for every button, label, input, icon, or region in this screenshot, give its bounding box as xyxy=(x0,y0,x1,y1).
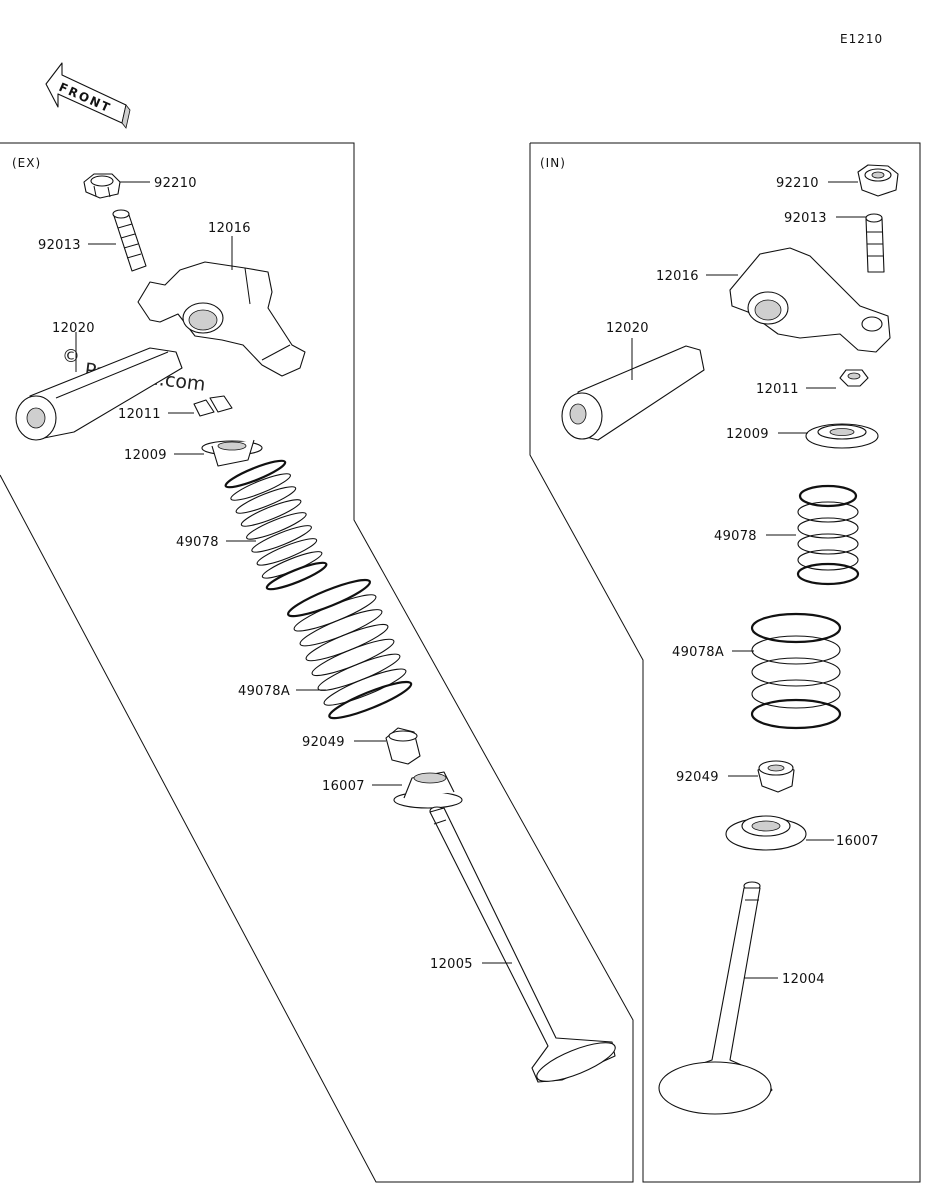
ex-label-12005: 12005 xyxy=(430,957,473,972)
ex-section-frame xyxy=(0,142,634,1183)
ex-label-12020: 12020 xyxy=(52,321,95,336)
ex-label-92049: 92049 xyxy=(302,735,345,750)
ex-spring-seat-16007 xyxy=(393,771,463,809)
ex-outer-spring-49078A xyxy=(287,578,413,720)
in-keepers-12011 xyxy=(839,369,869,387)
in-label-49078: 49078 xyxy=(714,529,757,544)
in-rocker-arm-12016 xyxy=(729,247,891,353)
ex-label-92210: 92210 xyxy=(154,176,197,191)
in-section-label: (IN) xyxy=(540,156,566,170)
in-label-92013: 92013 xyxy=(784,211,827,226)
ex-label-92013: 92013 xyxy=(38,238,81,253)
ex-valve-seal-92049 xyxy=(385,727,421,765)
ex-rocker-arm-12016 xyxy=(137,261,306,377)
in-valve-seal-92049 xyxy=(757,760,795,793)
in-label-12016: 12016 xyxy=(656,269,699,284)
in-adjuster-screw-92013 xyxy=(865,213,885,273)
ex-adjuster-screw-92013 xyxy=(112,209,147,272)
in-label-12004: 12004 xyxy=(782,972,825,987)
in-label-12011: 12011 xyxy=(756,382,799,397)
in-label-12020: 12020 xyxy=(606,321,649,336)
diagram-code: E1210 xyxy=(840,32,883,46)
ex-retainer-12009 xyxy=(201,439,263,467)
ex-label-49078: 49078 xyxy=(176,535,219,550)
in-label-12009: 12009 xyxy=(726,427,769,442)
watermark-symbol: © xyxy=(62,346,80,367)
in-label-92210: 92210 xyxy=(776,176,819,191)
in-label-92049: 92049 xyxy=(676,770,719,785)
ex-nut-92210 xyxy=(83,173,121,199)
in-retainer-12009 xyxy=(805,423,879,449)
ex-label-49078A: 49078A xyxy=(238,684,290,699)
in-section-frame xyxy=(529,142,921,1183)
in-valve-12004 xyxy=(658,881,773,1115)
in-label-16007: 16007 xyxy=(836,834,879,849)
ex-inner-spring-49078 xyxy=(224,459,328,591)
ex-label-12011: 12011 xyxy=(118,407,161,422)
in-inner-spring-49078 xyxy=(796,484,860,586)
ex-keepers-12011 xyxy=(193,395,233,417)
ex-section-label: (EX) xyxy=(12,156,41,170)
ex-label-12016: 12016 xyxy=(208,221,251,236)
in-spring-seat-16007 xyxy=(725,815,807,851)
ex-rocker-shaft-12020 xyxy=(15,347,183,441)
front-arrow-icon: FRONT xyxy=(45,62,131,129)
in-rocker-shaft-12020 xyxy=(561,345,705,441)
in-nut-92210 xyxy=(857,164,899,197)
in-label-49078A: 49078A xyxy=(672,645,724,660)
ex-label-12009: 12009 xyxy=(124,448,167,463)
ex-label-16007: 16007 xyxy=(322,779,365,794)
ex-valve-12005 xyxy=(429,806,616,1083)
in-outer-spring-49078A xyxy=(750,612,842,730)
